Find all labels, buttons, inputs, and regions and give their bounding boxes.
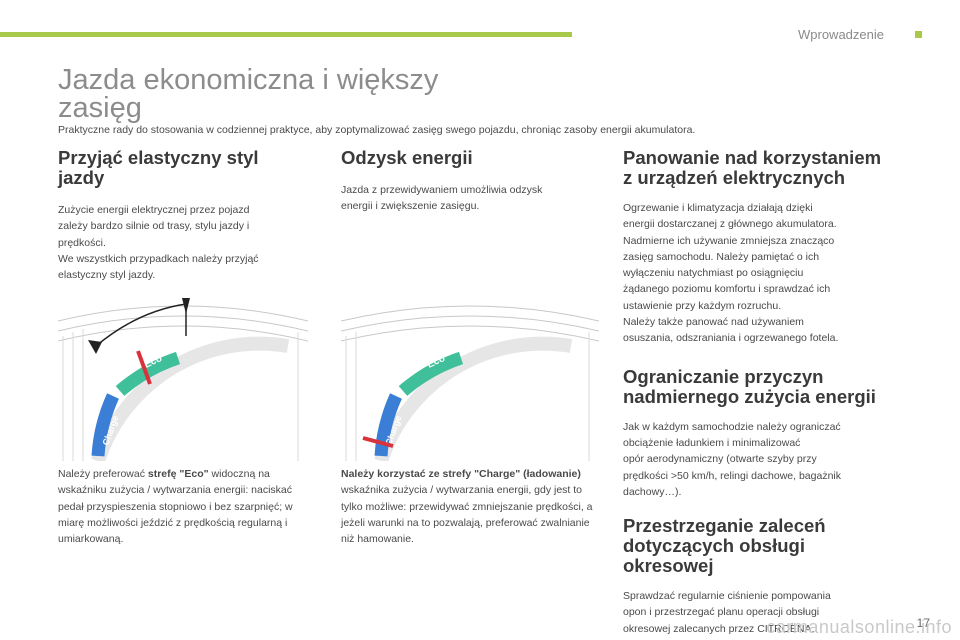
gauge-needle-marker	[136, 350, 152, 385]
gauge-arc-background	[91, 336, 290, 461]
intro-text: Praktyczne rady do stosowania w codzienn…	[58, 124, 696, 136]
caption-eco-pre: Należy preferować	[58, 468, 148, 480]
range-arrow-arc	[95, 303, 187, 347]
text-electrical-devices: Ogrzewanie i klimatyzacja działają dzięk…	[623, 202, 839, 345]
page-number: 17	[916, 616, 930, 630]
header-accent-bar	[0, 32, 572, 37]
gauge-arc-background	[374, 336, 573, 461]
gauge-bezel	[58, 305, 308, 342]
column-flexible-driving: Przyjąć elastyczny styl jazdy Zużycie en…	[58, 148, 308, 283]
caption-charge: Należy korzystać ze strefy "Charge" (ład…	[341, 466, 603, 547]
gauge-arc-eco-zone	[398, 351, 464, 396]
watermark: carmanualsonline.info	[766, 617, 952, 637]
gauge-arc-charge-zone	[374, 393, 402, 457]
text-maintenance: Sprawdzać regularnie ciśnienie pompowani…	[623, 590, 831, 635]
heading-energy-recovery: Odzysk energii	[341, 147, 473, 168]
gauge-arc-charge-zone	[91, 393, 119, 457]
page-title: Jazda ekonomiczna i większy zasięg	[58, 64, 439, 124]
range-arrow-left-head	[88, 340, 102, 354]
gauge-needle-marker	[362, 436, 394, 448]
caption-eco: Należy preferować strefę "Eco" widoczną …	[58, 466, 316, 547]
caption-eco-bold: strefę "Eco"	[147, 468, 209, 480]
gauge-eco-illustration: Eco Charge	[58, 298, 308, 461]
section-label: Wprowadzenie	[798, 27, 884, 42]
gauge-scale-lines	[62, 329, 299, 461]
text-energy-recovery: Jazda z przewidywaniem umożliwia odzysk …	[341, 184, 543, 213]
caption-charge-post: wskaźnika zużycia / wytwarzania energii,…	[341, 484, 593, 546]
text-flexible-driving: Zużycie energii elektrycznej przez pojaz…	[58, 204, 259, 282]
caption-eco-post: widoczną na wskaźniku zużycia / wytwarza…	[58, 468, 293, 546]
caption-charge-bold: Należy korzystać ze strefy "Charge" (ład…	[341, 468, 581, 480]
heading-excess-consumption: Ograniczanie przyczyn nadmiernego zużyci…	[623, 365, 876, 407]
heading-electrical-devices: Panowanie nad korzystaniem z urządzeń el…	[623, 147, 882, 188]
heading-flexible-driving: Przyjąć elastyczny styl jazdy	[58, 147, 259, 188]
gauge-bezel	[341, 305, 599, 342]
section-marker	[915, 31, 922, 38]
heading-maintenance: Przestrzeganie zaleceń dotyczących obsłu…	[623, 515, 826, 577]
column-tips: Panowanie nad korzystaniem z urządzeń el…	[623, 148, 889, 637]
column-energy-recovery: Odzysk energii Jazda z przewidywaniem um…	[341, 148, 599, 215]
text-excess-consumption: Jak w każdym samochodzie należy ogranicz…	[623, 420, 841, 498]
gauge-scale-lines	[345, 332, 590, 461]
gauge-charge-illustration: Eco Charge	[341, 305, 599, 461]
